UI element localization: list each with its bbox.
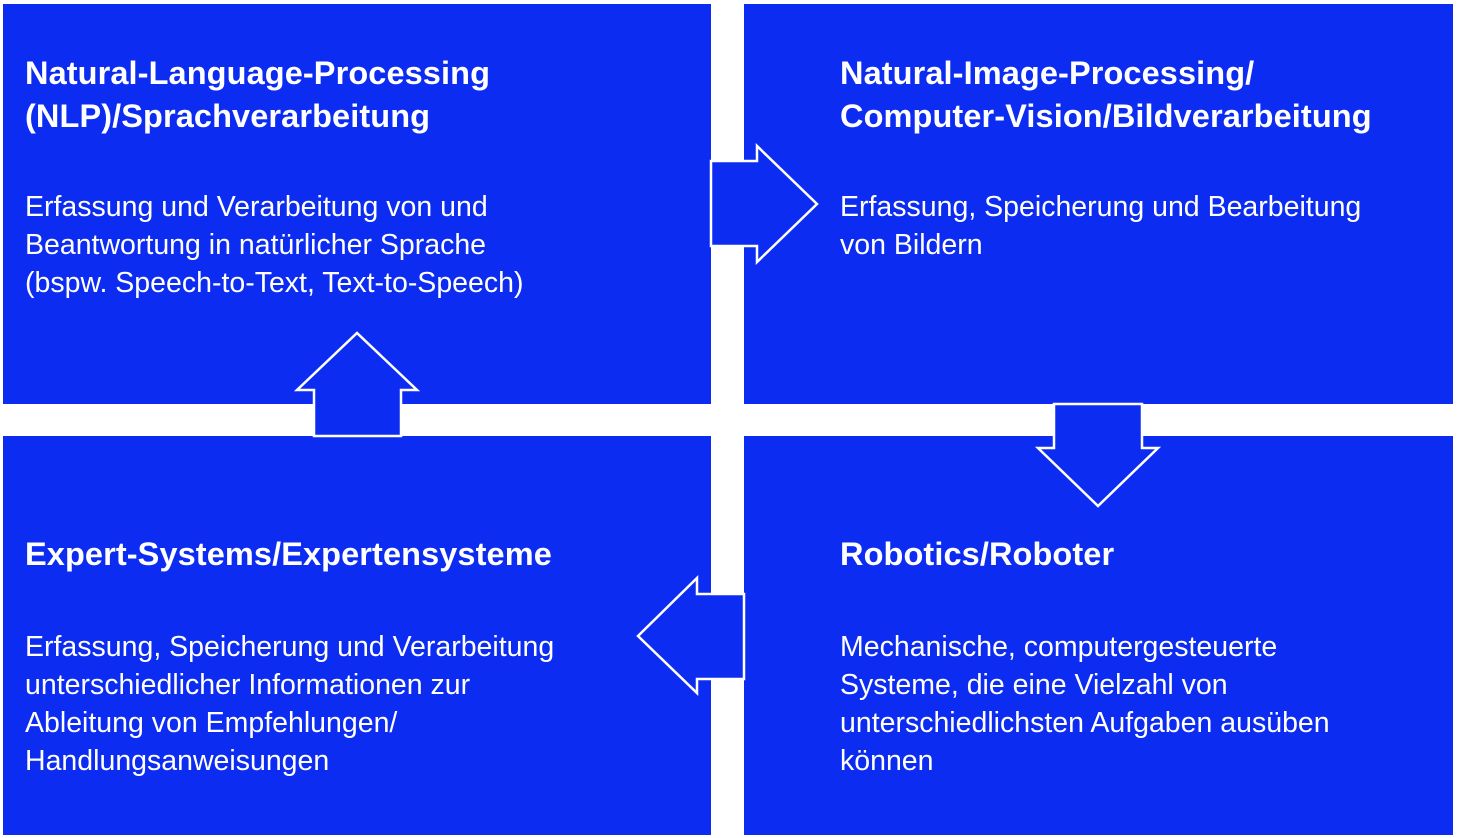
box-nlp-title: Natural-Language-Processing (NLP)/Sprach… bbox=[25, 55, 491, 134]
box-vision: Natural-Image-Processing/ Computer-Visio… bbox=[744, 4, 1453, 404]
box-robotics: Robotics/Roboter Mechanische, computerge… bbox=[744, 436, 1453, 835]
box-expert-description: Erfassung, Speicherung und Verarbeitung … bbox=[25, 631, 555, 777]
box-nlp-description: Erfassung und Verarbeitung von und Beant… bbox=[25, 191, 524, 299]
box-expert-title: Expert-Systems/Expertensysteme bbox=[25, 536, 552, 572]
box-robotics-description: Mechanische, computergesteuerte Systeme,… bbox=[840, 631, 1330, 777]
box-vision-description: Erfassung, Speicherung und Bearbeitung v… bbox=[840, 191, 1362, 261]
box-expert: Expert-Systems/Expertensysteme Erfassung… bbox=[3, 436, 711, 835]
box-nlp: Natural-Language-Processing (NLP)/Sprach… bbox=[3, 4, 711, 404]
box-robotics-title: Robotics/Roboter bbox=[840, 536, 1115, 572]
box-vision-title: Natural-Image-Processing/ Computer-Visio… bbox=[840, 55, 1372, 134]
